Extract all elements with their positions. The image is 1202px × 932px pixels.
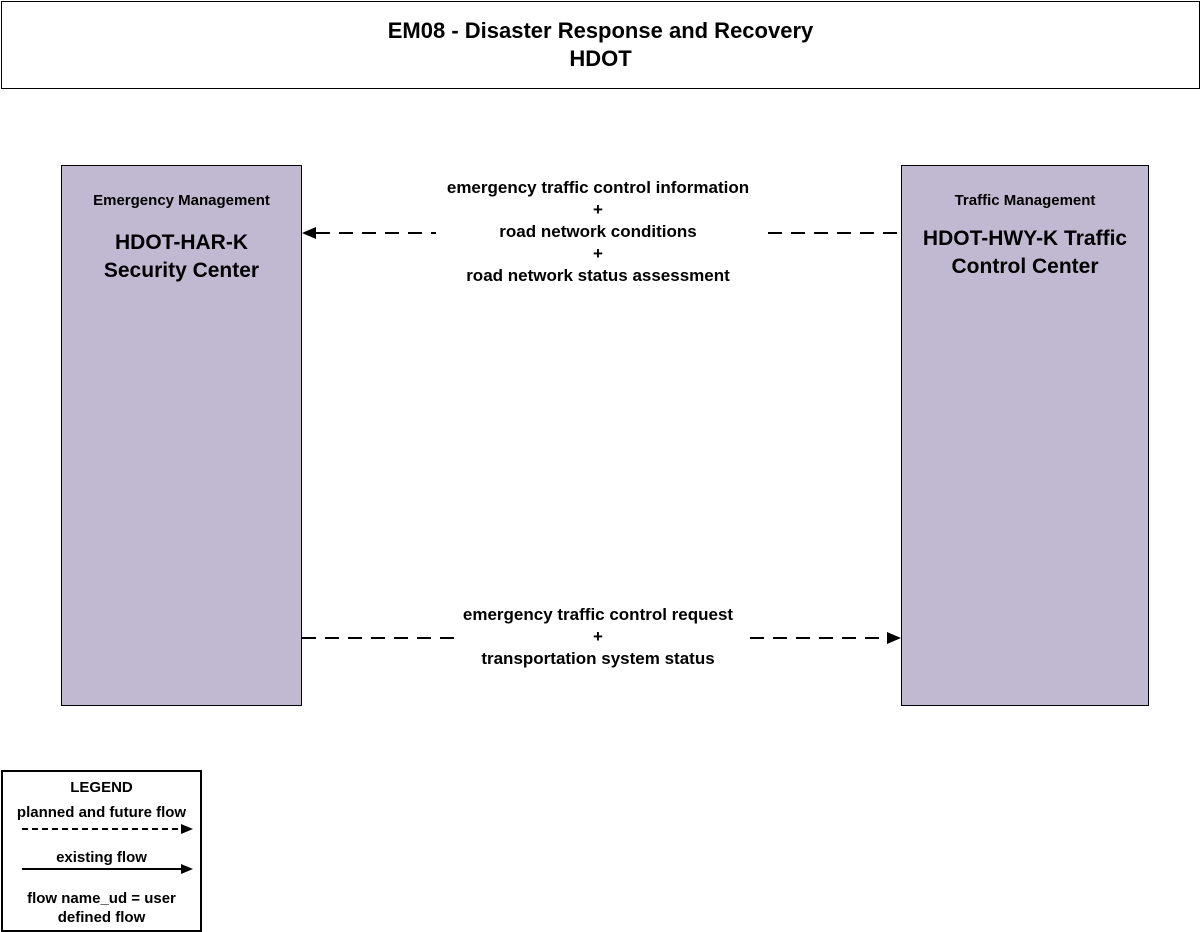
- entity-name: HDOT-HWY-K Traffic Control Center: [902, 225, 1148, 281]
- flow-label-plus: +: [593, 627, 603, 646]
- title-line-2: HDOT: [569, 46, 632, 71]
- entity-category-label: Traffic Management: [954, 192, 1096, 209]
- legend-title: LEGEND: [70, 779, 133, 796]
- entity-name-line-1: HDOT-HWY-K Traffic: [922, 227, 1128, 250]
- flow-label-plus: +: [593, 200, 603, 219]
- entity-hdot-hwy-k-traffic-control-center[interactable]: Traffic Management HDOT-HWY-K Traffic Co…: [901, 165, 1149, 706]
- legend-lines: [22, 824, 193, 874]
- flow-top-labels[interactable]: emergency traffic control information + …: [398, 177, 798, 287]
- flow-label-road-network-conditions: road network conditions: [499, 222, 697, 241]
- legend: LEGEND planned and future flow existing …: [1, 770, 202, 932]
- flow-label-emergency-traffic-control-request: emergency traffic control request: [462, 605, 734, 624]
- flow-label-emergency-traffic-control-information: emergency traffic control information: [446, 178, 750, 197]
- title-line-1: EM08 - Disaster Response and Recovery: [387, 18, 814, 43]
- legend-user-defined-line-2: defined flow: [57, 909, 146, 926]
- flow-top-arrowhead: [302, 227, 316, 239]
- entity-hdot-har-k-security-center[interactable]: Emergency Management HDOT-HAR-K Security…: [61, 165, 302, 706]
- entity-category-label: Emergency Management: [93, 192, 270, 209]
- flow-label-transportation-system-status: transportation system status: [481, 649, 715, 668]
- legend-planned-arrowhead: [181, 824, 193, 834]
- entity-name-line-1: HDOT-HAR-K: [115, 231, 248, 254]
- legend-user-defined-label: flow name_ud = user defined flow: [3, 889, 200, 927]
- flow-bottom-arrowhead: [887, 632, 901, 644]
- flow-label-plus: +: [593, 244, 603, 263]
- entity-name: HDOT-HAR-K Security Center: [62, 229, 301, 285]
- flow-bottom-labels[interactable]: emergency traffic control request + tran…: [398, 604, 798, 670]
- legend-existing-label: existing flow: [56, 849, 147, 866]
- flow-label-road-network-status-assessment: road network status assessment: [466, 266, 730, 285]
- entity-name-line-2: Control Center: [951, 255, 1099, 278]
- entity-name-line-2: Security Center: [103, 259, 260, 282]
- diagram-title: EM08 - Disaster Response and Recovery HD…: [1, 1, 1200, 89]
- legend-existing-arrowhead: [181, 864, 193, 874]
- legend-planned-label: planned and future flow: [16, 804, 187, 821]
- legend-user-defined-line-1: flow name_ud = user: [27, 890, 176, 907]
